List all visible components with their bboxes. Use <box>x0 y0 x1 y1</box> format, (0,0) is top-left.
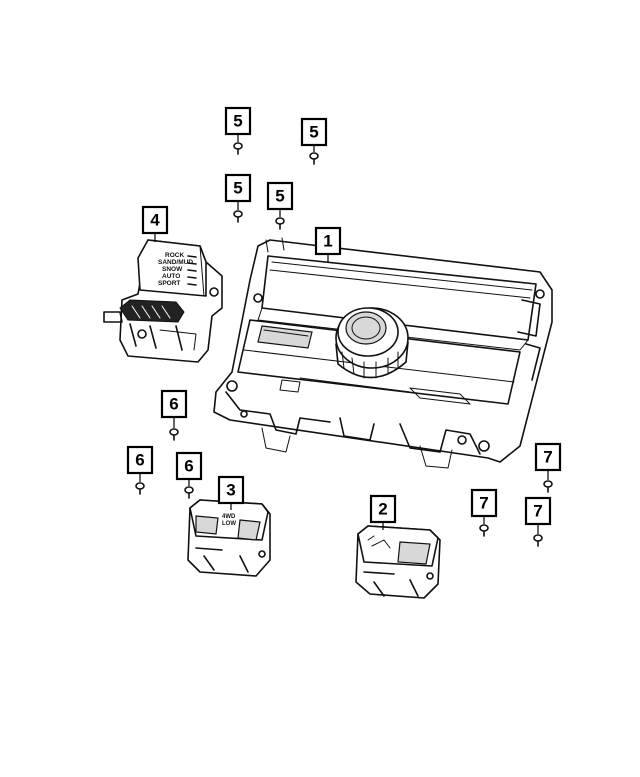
callout-7: 7 <box>534 442 562 480</box>
callout-number: 6 <box>184 457 193 476</box>
screw-icon <box>543 480 553 493</box>
callout-5: 5 <box>300 117 328 152</box>
callout-5: 5 <box>266 181 294 217</box>
callout-6: 6 <box>175 451 203 486</box>
screws <box>135 142 553 547</box>
screw-icon <box>233 142 243 155</box>
callout-number: 1 <box>323 232 332 251</box>
terrain-mode-label: SPORT <box>158 280 180 287</box>
callout-number: 5 <box>275 187 284 206</box>
callout-1: 1 <box>314 226 342 262</box>
screw-icon <box>184 486 194 499</box>
callout-2: 2 <box>369 494 397 530</box>
part-3-4wd-low-switch: 4WD LOW <box>187 499 271 577</box>
callout-number: 6 <box>135 451 144 470</box>
callout-number: 5 <box>309 123 318 142</box>
callout-number: 6 <box>169 395 178 414</box>
terrain-mode-label: SAND/MUD <box>158 259 193 266</box>
callout-number: 4 <box>150 211 160 230</box>
callout-number: 3 <box>226 481 235 500</box>
part-1-switch-bezel <box>213 237 553 469</box>
screw-icon <box>169 428 179 441</box>
callout-number: 5 <box>233 112 242 131</box>
callout-7: 7 <box>470 488 498 524</box>
part-4-terrain-selector: ROCK SAND/MUD SNOW AUTO SPORT <box>103 239 223 363</box>
callout-7: 7 <box>524 496 552 534</box>
callout-number: 2 <box>378 500 387 519</box>
screw-icon <box>135 482 145 495</box>
callout-number: 7 <box>543 448 552 467</box>
terrain-mode-label: AUTO <box>162 273 180 280</box>
screw-icon <box>275 217 285 230</box>
screw-icon <box>233 210 243 223</box>
callout-5: 5 <box>224 106 252 142</box>
callout-number: 5 <box>233 179 242 198</box>
callout-5: 5 <box>224 173 252 210</box>
terrain-mode-label: SNOW <box>162 266 183 273</box>
callout-number: 7 <box>479 494 488 513</box>
callout-3: 3 <box>217 475 245 510</box>
terrain-mode-label: ROCK <box>165 252 184 259</box>
screw-icon <box>309 152 319 165</box>
callout-number: 7 <box>533 502 542 521</box>
screw-icon <box>533 534 543 547</box>
callout-6: 6 <box>126 445 154 482</box>
part-2-hill-descent-switch <box>355 525 441 599</box>
screw-icon <box>479 524 489 537</box>
switch-3-label-low: LOW <box>222 521 236 527</box>
switch-3-label-4wd: 4WD <box>222 514 236 520</box>
callout-6: 6 <box>160 389 188 428</box>
callout-4: 4 <box>141 205 169 242</box>
